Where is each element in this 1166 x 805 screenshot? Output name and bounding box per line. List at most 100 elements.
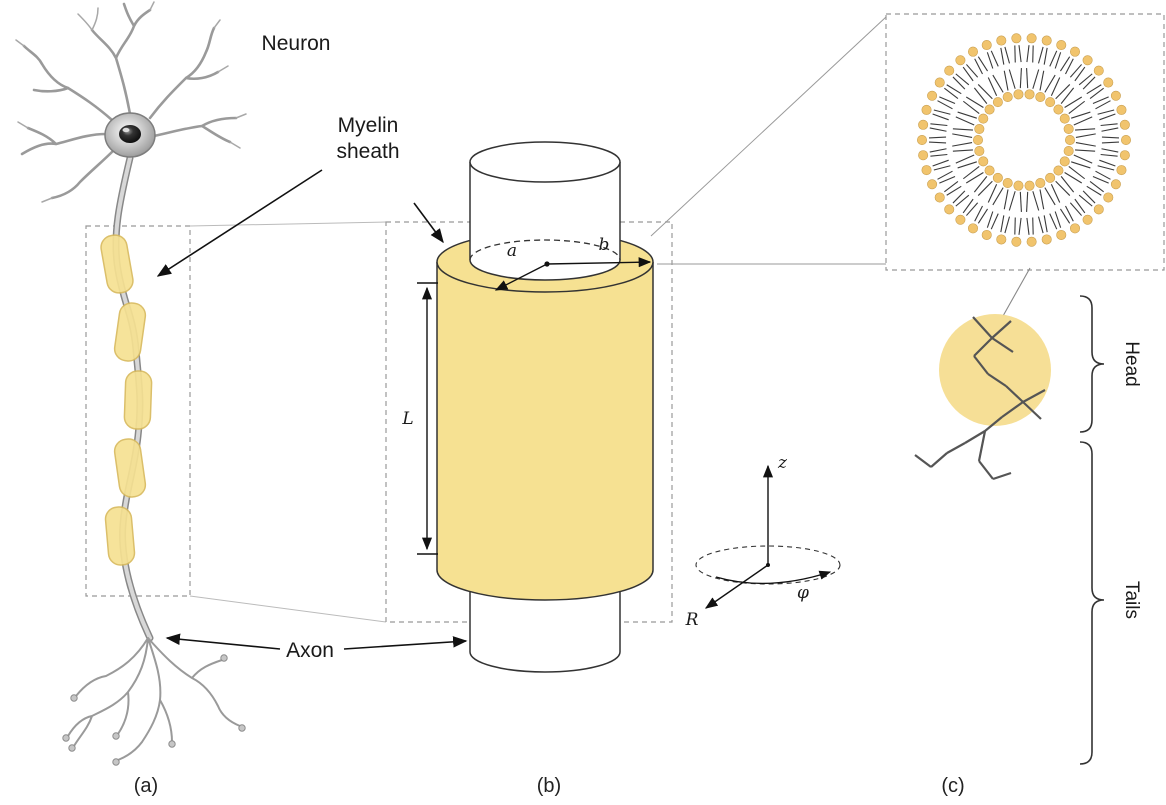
lipid-head	[996, 234, 1007, 245]
lipid-head	[1065, 135, 1076, 146]
lipid-tail	[1019, 68, 1022, 89]
zoom-connector-top	[189, 221, 387, 227]
lipid-tail	[1037, 46, 1044, 64]
terminal-bulb	[220, 654, 228, 662]
lipid-head	[955, 55, 966, 66]
lipid-head	[1056, 40, 1067, 51]
phospholipid-molecule	[914, 316, 1046, 481]
lipid-head	[1070, 223, 1081, 234]
lipid-tail	[1065, 205, 1074, 222]
lipid-head	[1103, 192, 1114, 203]
myelin-sheath-label-line2: sheath	[336, 140, 399, 163]
lipid-tail	[1000, 47, 1005, 65]
lipid-tail	[1059, 56, 1071, 72]
head-highlight	[939, 314, 1051, 426]
lipid-tail	[952, 149, 973, 152]
lipid-head	[1011, 236, 1022, 247]
dashed-box-c	[885, 13, 1165, 271]
lipid-tail	[932, 159, 949, 167]
coord-origin-dot	[766, 563, 770, 567]
lipid-head	[1082, 214, 1093, 225]
lipid-tail	[930, 153, 948, 157]
myelin-segment	[123, 370, 153, 430]
lipid-tail	[1059, 208, 1071, 224]
outer-radius-label: b	[599, 235, 610, 255]
lipid-head	[918, 150, 929, 161]
lipid-tail	[1069, 202, 1082, 216]
lipid-tail	[1000, 215, 1005, 233]
lipid-tail	[955, 154, 975, 164]
lipid-tail	[1050, 183, 1061, 203]
lipid-tail	[1089, 181, 1104, 193]
lipid-tail	[939, 175, 956, 184]
lipid-tail	[1101, 141, 1120, 144]
lipid-head	[992, 97, 1003, 108]
lipid-tail	[957, 161, 977, 169]
lipid-head	[1082, 55, 1093, 66]
lipid-tail	[1003, 70, 1009, 91]
lipid-head	[984, 165, 995, 176]
lipid-tail	[992, 187, 1004, 206]
lipid-tail	[1068, 166, 1086, 180]
bond	[930, 452, 948, 468]
lipid-head	[944, 65, 955, 76]
lipid-tail	[1100, 123, 1118, 127]
nucleus-highlight	[122, 127, 130, 133]
lipid-tail	[952, 142, 973, 147]
axon-label: Axon	[286, 639, 334, 662]
lipid-tail	[990, 213, 999, 230]
bond	[984, 416, 1003, 432]
lipid-head	[1110, 90, 1121, 101]
lipid-head	[927, 90, 938, 101]
lipid-head	[1070, 46, 1081, 57]
lipid-connector-line	[1002, 267, 1031, 317]
neuron-label: Neuron	[262, 32, 331, 55]
lipid-tail	[1082, 76, 1096, 90]
lipid-tail	[1039, 70, 1045, 91]
bond	[987, 373, 1007, 387]
lipid-head	[1041, 234, 1052, 245]
lipid-tail	[1071, 111, 1091, 119]
lipid-head	[1093, 65, 1104, 76]
lipid-head	[978, 156, 989, 167]
lipid-head	[1045, 97, 1056, 108]
lipid-head	[1002, 91, 1013, 102]
lipid-head	[1059, 156, 1070, 167]
lipid-head	[1053, 104, 1064, 115]
head-label: Head	[1121, 341, 1142, 386]
zoom-connector-bottom	[189, 595, 387, 623]
lipid-head	[1110, 179, 1121, 190]
myelin-segment	[100, 234, 134, 294]
lipid-tail	[986, 52, 994, 69]
lipid-tail	[952, 133, 973, 138]
bond	[977, 430, 987, 462]
lipid-tail	[944, 181, 959, 193]
lipid-head	[934, 77, 945, 88]
lipid-tail	[1075, 128, 1096, 131]
lipid-tail	[962, 166, 980, 180]
lipid-tail	[1004, 46, 1011, 64]
lipid-tail	[1043, 215, 1048, 233]
lipid-head	[981, 40, 992, 51]
arrow-inner-radius	[494, 263, 548, 291]
terminal-bulb	[62, 734, 70, 742]
lipid-tail	[1101, 148, 1119, 153]
lipid-tail	[955, 194, 970, 207]
lipid-tail	[962, 66, 974, 82]
terminal-bulb	[112, 732, 120, 740]
myelin-segment	[113, 438, 147, 498]
neuron-dendrite-twigs	[15, 1, 247, 203]
lipid-head	[972, 135, 983, 146]
axon-arrow-to-neuron	[165, 633, 281, 650]
lipid-tail	[1078, 73, 1093, 86]
bond	[964, 430, 986, 444]
lipid-tail	[1055, 84, 1071, 100]
bond	[991, 320, 1012, 339]
lipid-tail	[962, 100, 980, 114]
lipid-head	[1035, 91, 1046, 102]
lipid-head	[1053, 165, 1064, 176]
bond	[978, 460, 994, 480]
lipid-tail	[1075, 133, 1096, 138]
lipid-head	[992, 172, 1003, 183]
lipid-head	[927, 179, 938, 190]
